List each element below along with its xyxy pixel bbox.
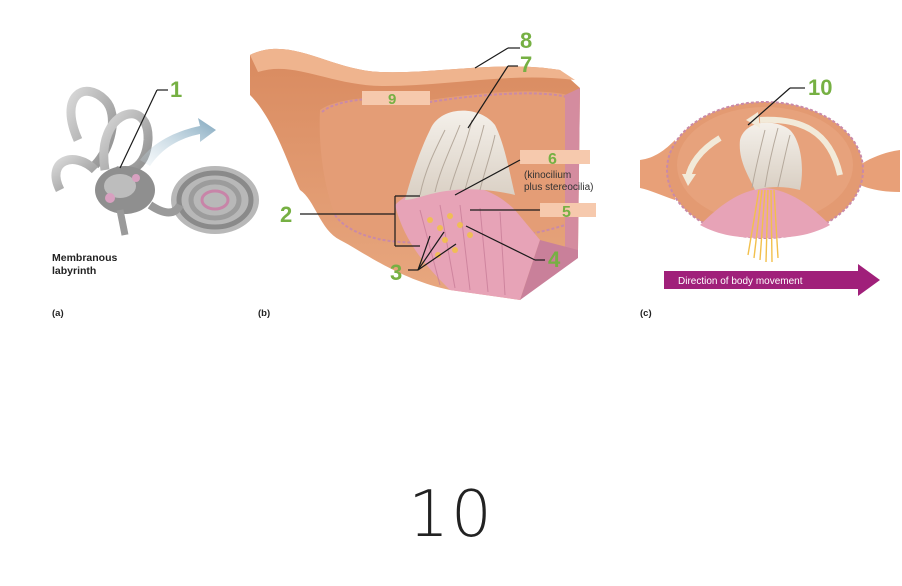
label-6: 6 (548, 151, 557, 168)
label-3: 3 (390, 260, 402, 285)
label-4: 4 (548, 247, 561, 272)
slide-number: 10 (0, 478, 902, 552)
label-9: 9 (388, 91, 396, 108)
label-10: 10 (808, 75, 832, 100)
crista-ampullaris-figure: 1 Membranous labyrinth (a) (0, 0, 902, 340)
membranous-labyrinth-caption-line2: labyrinth (52, 265, 96, 277)
label-2: 2 (280, 202, 292, 227)
label-7: 7 (520, 52, 532, 77)
panel-label-c: (c) (640, 308, 652, 319)
membranous-labyrinth-caption-line1: Membranous (52, 252, 118, 264)
body-movement-arrow-label: Direction of body movement (678, 276, 803, 287)
panel-label-b: (b) (258, 308, 270, 319)
panel-label-a: (a) (52, 308, 64, 319)
kinocilium-note-line2: plus stereocilia) (524, 182, 593, 193)
kinocilium-note-line1: (kinocilium (524, 170, 571, 181)
label-5: 5 (562, 204, 571, 221)
label-8: 8 (520, 28, 532, 53)
leader-line-8 (475, 48, 508, 68)
label-1: 1 (170, 77, 182, 102)
membranous-labyrinth-illustration (56, 91, 259, 235)
ampulla-cross-section (640, 102, 900, 262)
